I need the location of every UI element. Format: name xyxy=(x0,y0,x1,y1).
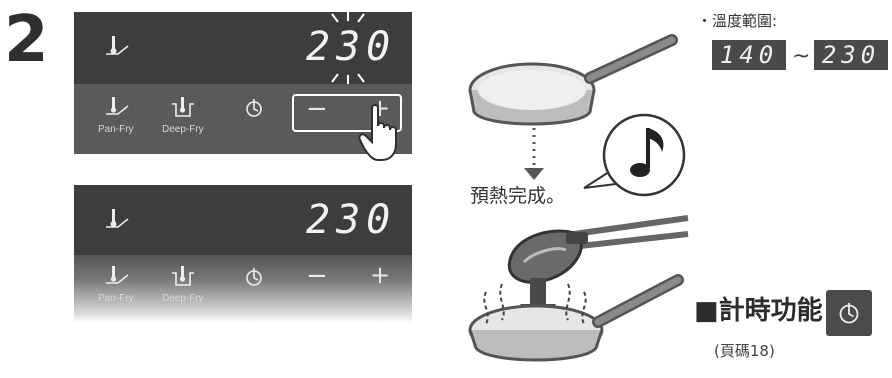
temperature-display: 230 xyxy=(306,197,396,243)
temperature-range-min: 140 xyxy=(712,40,786,70)
timer-function-title: ■計時功能 xyxy=(694,290,823,327)
timer-page-reference: (頁碼18) xyxy=(714,340,775,361)
blink-indicator-icon xyxy=(318,12,378,84)
timer-icon xyxy=(837,301,861,325)
pan-fry-label: Pan-Fry xyxy=(98,293,134,304)
temperature-range-separator: ~ xyxy=(792,44,810,69)
temperature-range-max: 230 xyxy=(814,40,888,70)
timer-button xyxy=(826,290,872,336)
plus-button[interactable]: + xyxy=(370,261,390,289)
pan-fry-icon[interactable] xyxy=(104,265,130,289)
music-note-icon xyxy=(584,115,684,195)
down-arrow-icon xyxy=(524,128,544,180)
frying-pan-icon xyxy=(470,280,678,360)
pan-fry-label: Pan-Fry xyxy=(98,124,134,135)
deep-fry-icon[interactable] xyxy=(168,96,198,120)
timer-icon[interactable] xyxy=(244,98,264,118)
temperature-range-label: ・溫度範圍: xyxy=(697,10,777,31)
pan-fry-icon xyxy=(104,207,130,233)
preheat-complete-text: 預熱完成。 xyxy=(470,181,565,208)
minus-button[interactable]: − xyxy=(306,261,328,291)
control-panel-top: 230 Pan-Fry Deep-Fry − + xyxy=(74,12,412,154)
deep-fry-label: Deep-Fry xyxy=(162,124,204,135)
tongs-icon xyxy=(509,218,688,282)
pan-fry-icon xyxy=(104,34,130,60)
deep-fry-icon[interactable] xyxy=(168,265,198,289)
minus-button[interactable]: − xyxy=(306,94,328,124)
control-panel-bottom: 230 Pan-Fry Deep-Fry − + xyxy=(74,185,412,323)
step-number: 2 xyxy=(4,8,49,72)
timer-icon[interactable] xyxy=(244,267,264,287)
deep-fry-label: Deep-Fry xyxy=(162,293,204,304)
frying-pan-icon xyxy=(470,40,672,124)
hand-pointer-icon xyxy=(358,104,410,162)
pan-fry-icon[interactable] xyxy=(104,96,130,120)
